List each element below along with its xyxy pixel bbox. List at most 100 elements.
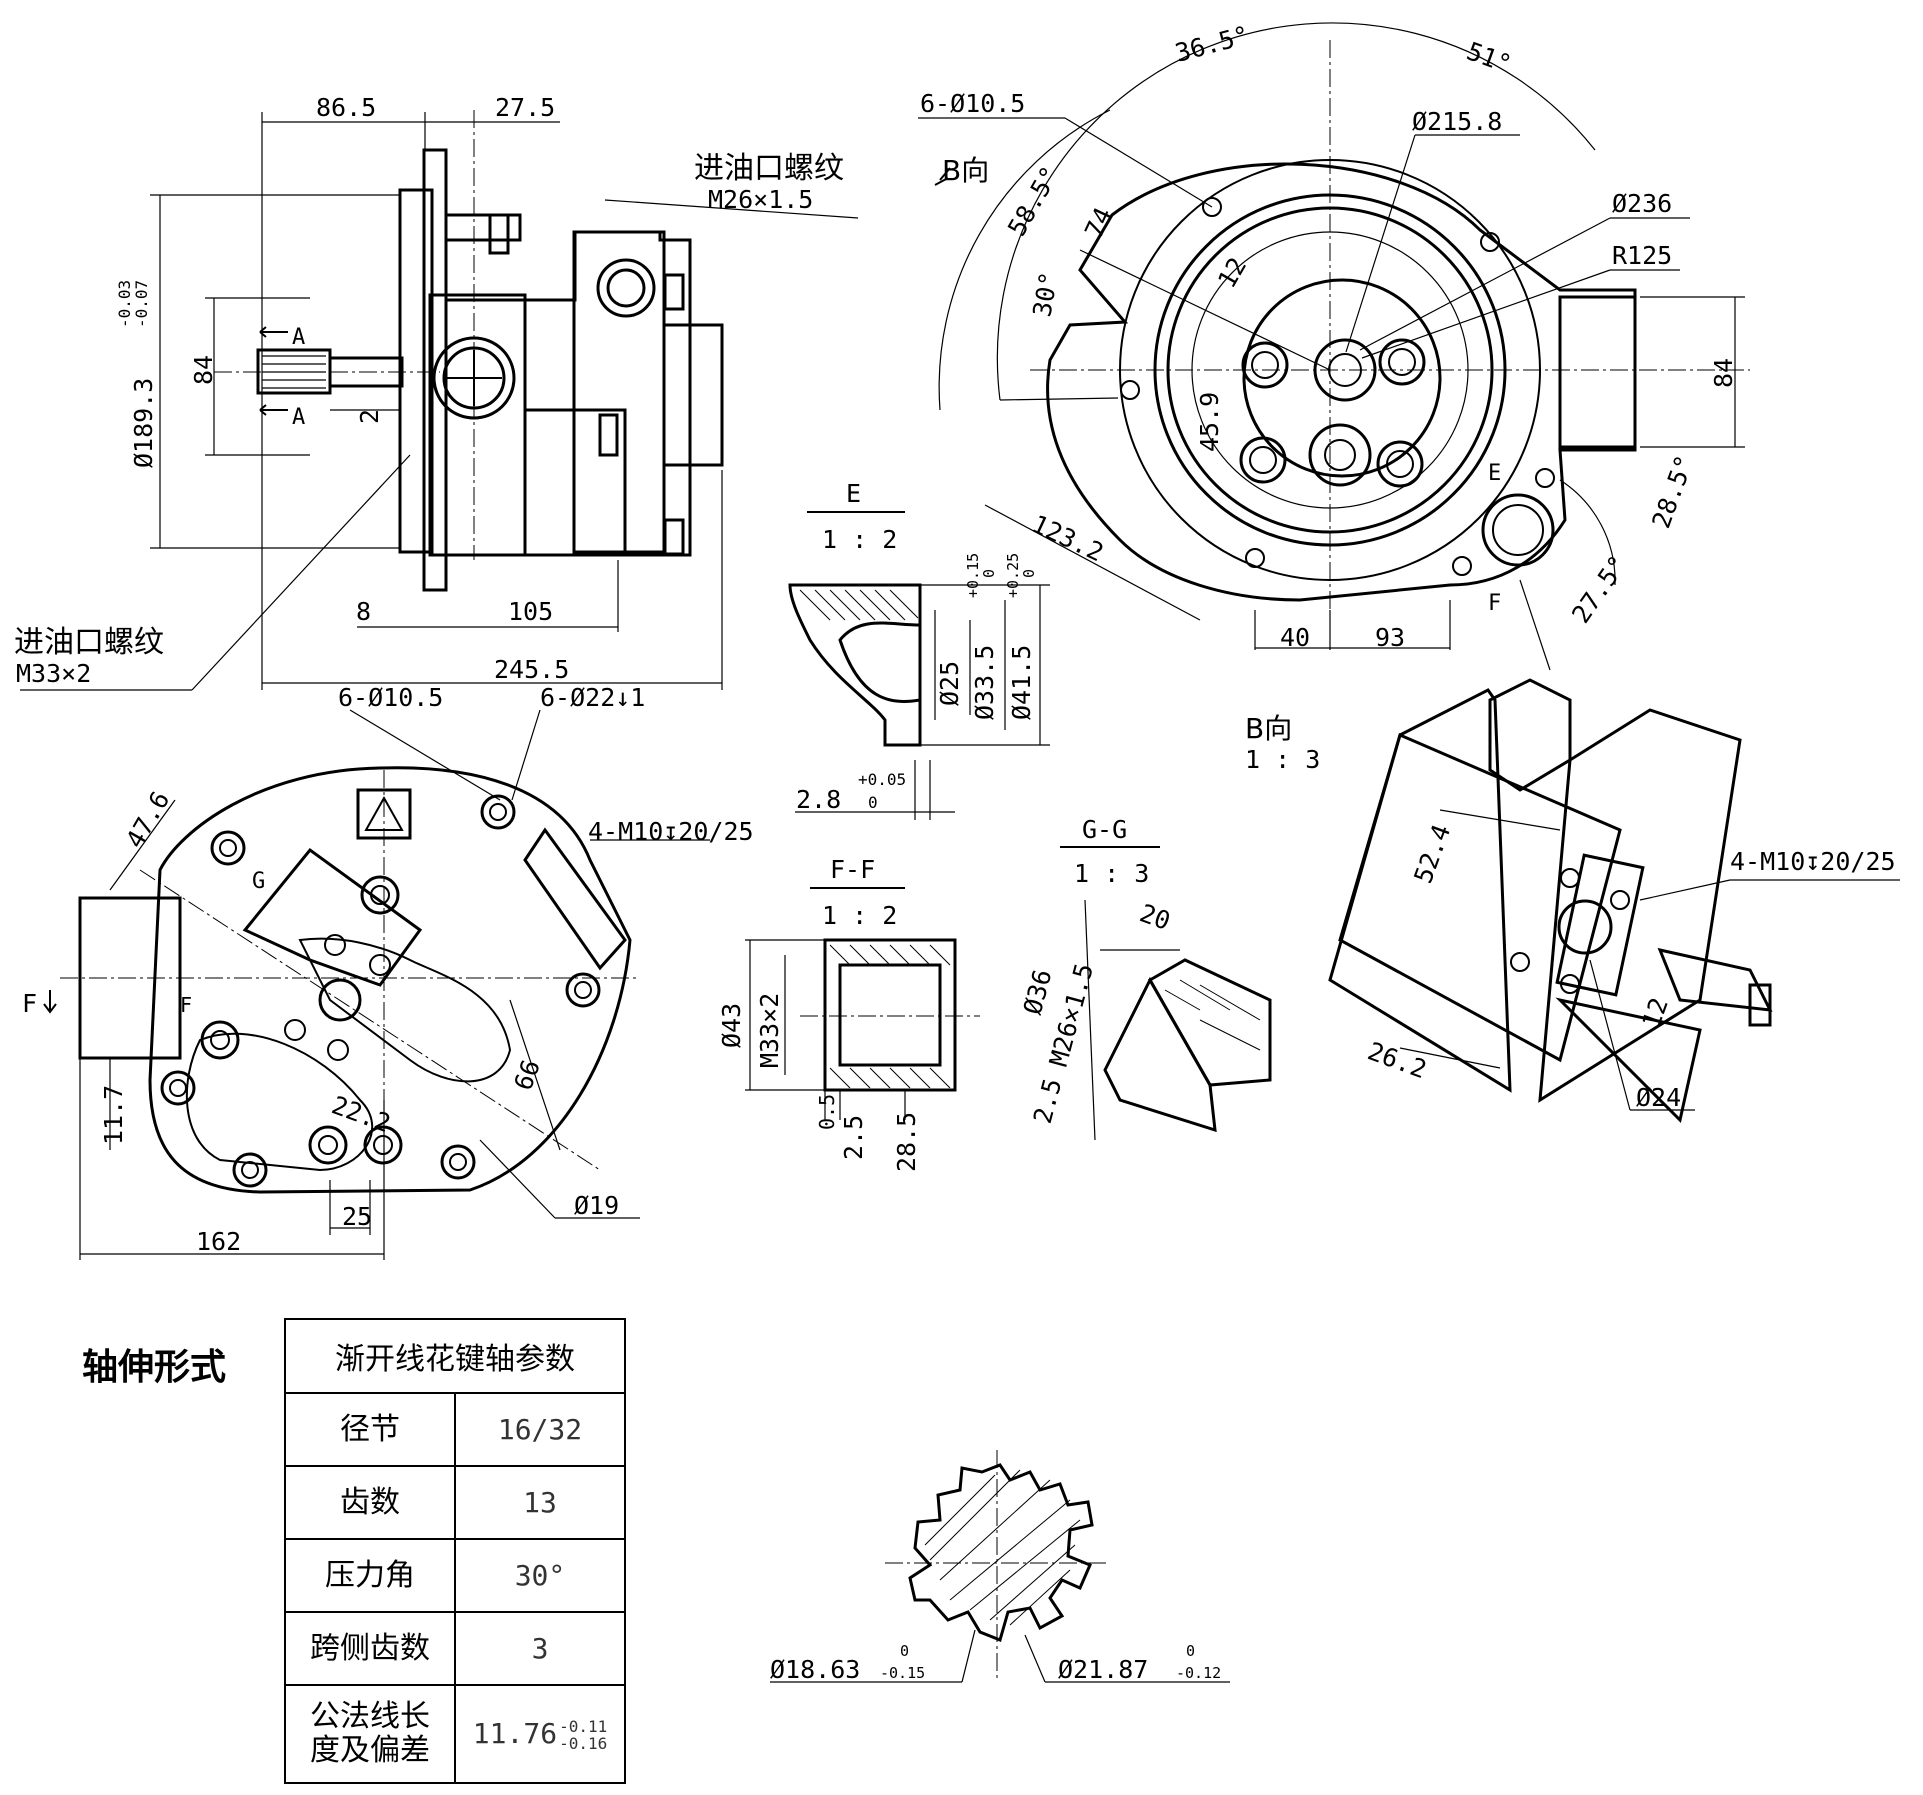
table-value-main: 11.76 bbox=[472, 1716, 558, 1750]
spline-labels: Ø18.63 0 -0.15 Ø21.87 0 -0.12 bbox=[770, 1642, 1221, 1684]
view-b-label: B向 bbox=[942, 154, 989, 187]
dim-105: 105 bbox=[508, 597, 553, 626]
dia-21-87: Ø21.87 bbox=[1058, 1655, 1148, 1684]
section-ff bbox=[745, 887, 980, 1120]
dim-93: 93 bbox=[1375, 623, 1405, 652]
tol-lower: -0.16 bbox=[559, 1733, 608, 1753]
tol-a-upper: +0.15 bbox=[964, 553, 982, 598]
dim-8: 8 bbox=[356, 597, 371, 626]
angle-27-5: 27.5° bbox=[1566, 550, 1633, 628]
dim-52-4: 52.4 bbox=[1408, 821, 1456, 888]
iso-view bbox=[1328, 678, 1900, 1123]
dia-41-5: Ø41.5 bbox=[1007, 645, 1036, 720]
dim-20: 20 bbox=[1136, 898, 1174, 936]
tol-c-lower: 0 bbox=[868, 793, 878, 812]
section-ff-title: F-F bbox=[830, 855, 875, 884]
dim-86-5: 86.5 bbox=[316, 93, 376, 122]
holes-label: 6-Ø10.5 bbox=[920, 89, 1025, 118]
table-row: 齿数 13 bbox=[284, 1465, 626, 1540]
dim-27-5: 27.5 bbox=[495, 93, 555, 122]
dim-40: 40 bbox=[1280, 623, 1310, 652]
angle-51: 51° bbox=[1463, 36, 1515, 79]
dia-18-63-tol-upper: 0 bbox=[900, 1642, 909, 1660]
shaft-title: 轴伸形式 bbox=[82, 1347, 227, 1388]
radius-125: R125 bbox=[1612, 241, 1672, 270]
section-mark-e: E bbox=[1488, 461, 1501, 486]
dia-19: Ø19 bbox=[574, 1191, 619, 1220]
side-view bbox=[20, 110, 859, 691]
table-value: 3 bbox=[454, 1611, 626, 1686]
inlet-upper-label: 进油口螺纹 bbox=[694, 151, 844, 186]
holes-a: 6-Ø10.5 bbox=[338, 683, 443, 712]
inlet-upper-thread: M26×1.5 bbox=[708, 185, 813, 214]
dim-12: 12 bbox=[1212, 252, 1252, 293]
section-gg bbox=[1060, 846, 1272, 1141]
dim-84: 84 bbox=[1709, 358, 1738, 388]
dim-12-iso: 12 bbox=[1636, 994, 1674, 1032]
dia-215-8: Ø215.8 bbox=[1412, 107, 1502, 136]
angle-36-5: 36.5° bbox=[1172, 20, 1252, 67]
table-label: 压力角 bbox=[284, 1538, 456, 1613]
inlet-lower-thread: M33×2 bbox=[16, 659, 91, 688]
tol-b-lower: 0 bbox=[1020, 569, 1038, 578]
section-ff-scale: 1 : 2 bbox=[822, 901, 897, 930]
dim-26-2: 26.2 bbox=[1364, 1036, 1431, 1084]
section-ff-labels: F-F 1 : 2 Ø43 M33×2 0.5 2.5 28.5 bbox=[717, 855, 921, 1172]
dim-2-5-gg: 2.5 bbox=[1028, 1075, 1068, 1126]
dim-28-5: 28.5 bbox=[892, 1112, 921, 1172]
dim-74: 74 bbox=[1079, 203, 1118, 243]
dim-2-5: 2.5 bbox=[839, 1115, 868, 1160]
dia-18-63-tol-lower: -0.15 bbox=[880, 1664, 925, 1682]
section-mark-a-bottom: A bbox=[292, 405, 305, 430]
dia-36: Ø36 bbox=[1018, 966, 1058, 1017]
table-row: 跨侧齿数 3 bbox=[284, 1611, 626, 1686]
angle-28-5: 28.5° bbox=[1646, 451, 1699, 532]
section-e bbox=[788, 511, 1050, 820]
dia-33-5: Ø33.5 bbox=[970, 645, 999, 720]
dim-245-5: 245.5 bbox=[494, 655, 569, 684]
dia-189-3: Ø189.3 bbox=[129, 378, 158, 468]
section-gg-labels: G-G 1 : 3 20 Ø36 M26×1.5 2.5 bbox=[1018, 815, 1174, 1127]
section-mark-a-top: A bbox=[292, 325, 305, 350]
section-e-labels: E 1 : 2 Ø25 Ø33.5 Ø41.5 2.8 +0.15 0 +0.2… bbox=[796, 479, 1038, 814]
table-value: 13 bbox=[454, 1465, 626, 1540]
dim-11-7: 11.7 bbox=[99, 1085, 128, 1145]
dia-43: Ø43 bbox=[717, 1003, 746, 1048]
dim-162: 162 bbox=[196, 1227, 241, 1256]
section-e-scale: 1 : 2 bbox=[822, 525, 897, 554]
inlet-lower-label: 进油口螺纹 bbox=[14, 625, 164, 660]
angle-30: 30° bbox=[1027, 270, 1063, 320]
table-value-tolerance: -0.11-0.16 bbox=[559, 1718, 607, 1752]
holes-b: 6-Ø22↓1 bbox=[540, 683, 645, 712]
section-g-mark: G bbox=[252, 869, 265, 894]
tol-b-upper: +0.25 bbox=[1004, 553, 1022, 598]
dim-2-8: 2.8 bbox=[796, 785, 841, 814]
dia-24: Ø24 bbox=[1636, 1083, 1681, 1112]
section-f-left: F bbox=[22, 989, 37, 1018]
tapped-iso: 4-M10↧20/25 bbox=[1730, 847, 1896, 876]
dim-0-5: 0.5 bbox=[815, 1094, 839, 1130]
front-bolts bbox=[160, 794, 601, 1188]
angle-58-5: 58.5° bbox=[1002, 161, 1065, 241]
dia-21-87-tol-upper: 0 bbox=[1186, 1642, 1195, 1660]
section-mark-f: F bbox=[1488, 591, 1501, 616]
dim-2: 2 bbox=[355, 409, 384, 424]
scale-b-iso: 1 : 3 bbox=[1245, 745, 1320, 774]
table-row: 径节 16/32 bbox=[284, 1392, 626, 1467]
tol-c-upper: +0.05 bbox=[858, 770, 906, 789]
table-row: 压力角 30° bbox=[284, 1538, 626, 1613]
dim-66: 66 bbox=[508, 1056, 546, 1094]
front-view bbox=[43, 709, 710, 1260]
dia-25: Ø25 bbox=[935, 661, 964, 706]
end-view bbox=[918, 22, 1750, 671]
spline-params-table: 渐开线花键轴参数 径节 16/32 齿数 13 压力角 30° 跨侧齿数 3 公… bbox=[284, 1318, 626, 1784]
dia-18-63: Ø18.63 bbox=[770, 1655, 860, 1684]
dim-47-6: 47.6 bbox=[120, 786, 175, 853]
dia-21-87-tol-lower: -0.12 bbox=[1176, 1664, 1221, 1682]
table-row: 公法线长 度及偏差 11.76-0.11-0.16 bbox=[284, 1684, 626, 1784]
dim-25: 25 bbox=[342, 1202, 372, 1231]
table-label: 齿数 bbox=[284, 1465, 456, 1540]
view-b-iso: B向 bbox=[1245, 712, 1292, 745]
spline-section bbox=[770, 1450, 1230, 1683]
